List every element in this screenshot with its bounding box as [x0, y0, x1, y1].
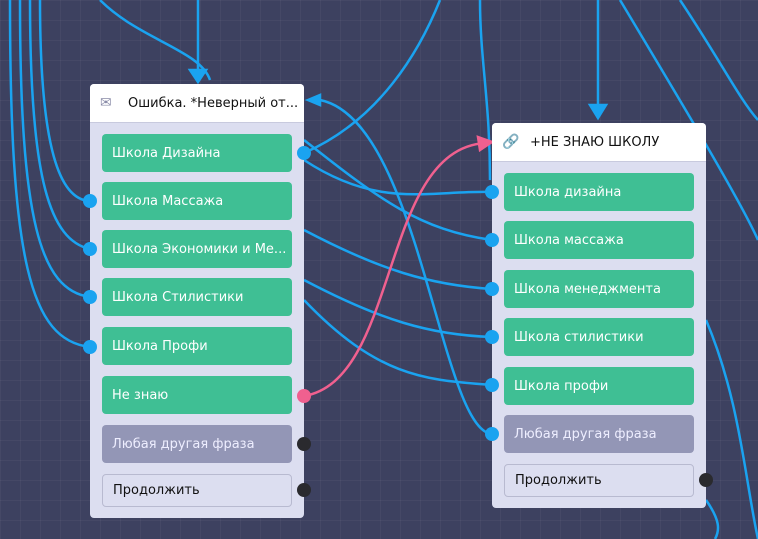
node-button[interactable]: Школа Профи	[102, 327, 292, 365]
input-port[interactable]	[485, 185, 499, 199]
input-port[interactable]	[83, 290, 97, 304]
output-port[interactable]	[297, 389, 311, 403]
error-node[interactable]: ✉ Ошибка. *Неверный от... Школа Дизайна Ш…	[90, 84, 304, 518]
link-icon: 🔗	[502, 134, 520, 150]
node-button[interactable]: Не знаю	[102, 376, 292, 414]
input-port[interactable]	[83, 340, 97, 354]
node-header: ✉ Ошибка. *Неверный от...	[90, 84, 304, 123]
input-port[interactable]	[83, 194, 97, 208]
node-button[interactable]: Школа стилистики	[504, 318, 694, 356]
fallback-button[interactable]: Любая другая фраза	[102, 425, 292, 463]
node-button[interactable]: Школа профи	[504, 367, 694, 405]
continue-button[interactable]: Продолжить	[504, 464, 694, 497]
input-port[interactable]	[83, 242, 97, 256]
node-button[interactable]: Школа дизайна	[504, 173, 694, 211]
dont-know-school-node[interactable]: 🔗 +НЕ ЗНАЮ ШКОЛУ Школа дизайна Школа масс…	[492, 123, 706, 508]
fallback-button[interactable]: Любая другая фраза	[504, 415, 694, 453]
node-button[interactable]: Школа Экономики и Ме...	[102, 230, 292, 268]
input-port[interactable]	[485, 233, 499, 247]
envelope-icon: ✉	[100, 95, 112, 111]
node-button[interactable]: Школа Дизайна	[102, 134, 292, 172]
input-port[interactable]	[485, 282, 499, 296]
input-port[interactable]	[485, 378, 499, 392]
input-port[interactable]	[485, 427, 499, 441]
node-button[interactable]: Школа Массажа	[102, 182, 292, 220]
node-button[interactable]: Школа массажа	[504, 221, 694, 259]
node-button[interactable]: Школа Стилистики	[102, 278, 292, 316]
output-port[interactable]	[297, 437, 311, 451]
node-title: +НЕ ЗНАЮ ШКОЛУ	[530, 134, 660, 150]
output-port[interactable]	[699, 473, 713, 487]
continue-button[interactable]: Продолжить	[102, 474, 292, 507]
node-title: Ошибка. *Неверный от...	[128, 95, 299, 111]
output-port[interactable]	[297, 483, 311, 497]
node-header: 🔗 +НЕ ЗНАЮ ШКОЛУ	[492, 123, 706, 162]
node-button[interactable]: Школа менеджмента	[504, 270, 694, 308]
input-port[interactable]	[485, 330, 499, 344]
output-port[interactable]	[297, 146, 311, 160]
